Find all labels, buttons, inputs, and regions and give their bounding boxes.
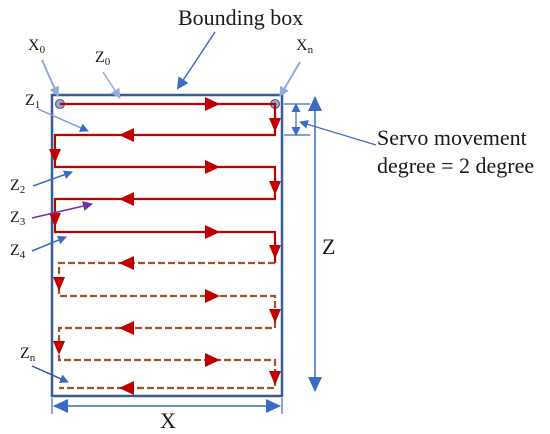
z2-pointer-arrow [32,170,73,187]
row5-direction-arrow [119,256,134,270]
right-step-arrow-5 [269,309,281,323]
scan-path-solid [53,102,277,263]
z0-label: Z0 [95,49,111,68]
x-dimension-left-arrowhead [53,399,68,413]
left-step-arrow-2 [49,213,61,227]
z-dimension-bottom-arrowhead [308,377,322,392]
z2-label: Z2 [10,177,25,196]
z1-pointer-arrow [37,108,89,132]
row4-direction-arrow [205,225,220,239]
xn-label: Xn [296,37,314,56]
left-step-arrow-4 [53,277,65,291]
row8-direction-arrow [205,353,220,367]
xn-pointer-arrow [279,61,301,97]
servo-movement-label-line2: degree = 2 degree [377,153,534,178]
z4-label: Z4 [10,242,26,261]
z4-pointer-arrow [31,235,67,252]
x0-pointer-arrow [41,59,59,97]
title-pointer-arrow [176,31,216,90]
z3-pointer-arrow [31,201,93,219]
z-dimension-top-arrowhead [308,96,322,111]
row9-direction-arrow [119,381,134,395]
servo-label-pointer [299,120,377,146]
left-step-arrow-6 [53,341,65,355]
row2-direction-arrow [205,160,220,174]
right-step-arrow-7 [269,371,281,385]
z3-label: Z3 [10,209,26,228]
z0-pointer-arrow [102,71,121,99]
title-label: Bounding box [178,5,303,30]
servo-movement-label-line1: Servo movement [377,125,527,150]
z1-label: Z1 [25,92,40,111]
scan-path-dashed [57,261,277,390]
zn-pointer-arrow [31,365,69,383]
x0-label: X0 [28,37,46,56]
row1-direction-arrow [119,128,134,142]
row0-direction-arrow [205,97,220,111]
z-dimension-label: Z [322,234,335,259]
right-step-arrow-3 [269,245,281,259]
right-step-arrow-1 [269,118,281,132]
row3-direction-arrow [119,192,134,206]
zn-label: Zn [20,345,36,364]
left-step-arrow-1 [49,149,61,163]
row7-direction-arrow [119,321,134,335]
x-dimension-label: X [160,408,176,433]
row6-direction-arrow [205,289,220,303]
x-dimension-right-arrowhead [266,399,281,413]
right-step-arrow-2 [269,181,281,195]
bounding-box [50,93,284,398]
